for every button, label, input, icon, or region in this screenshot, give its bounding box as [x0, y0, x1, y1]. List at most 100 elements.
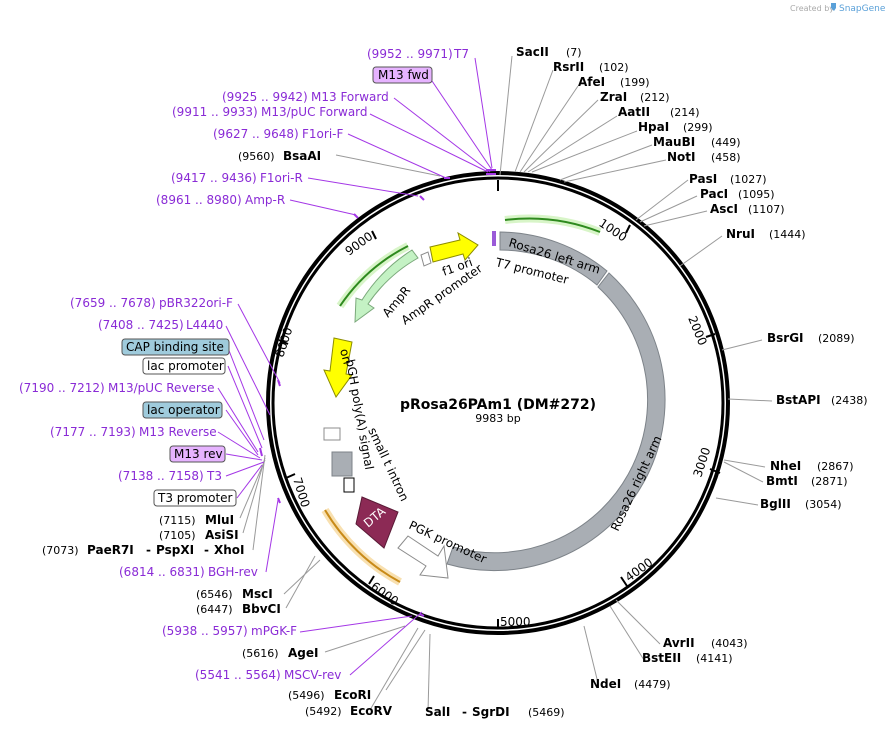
feature-rosa26-left-arm[interactable] [499, 231, 608, 286]
enzyme-paer7i[interactable]: PaeR7I [87, 543, 134, 557]
tick-marks [278, 180, 721, 628]
box-lac-promoter[interactable] [142, 357, 226, 375]
enzyme-mlui[interactable]: MluI [205, 513, 234, 527]
enzyme-bglii[interactable]: BglII [760, 497, 791, 511]
tick-8000 [278, 339, 289, 345]
enzyme-ecori[interactable]: EcoRI [334, 688, 371, 702]
box-label-cap-binding-site: CAP binding site [126, 340, 224, 354]
enzyme-nhei[interactable]: NheI [770, 459, 801, 473]
feature-lac-operator-small[interactable] [323, 427, 341, 441]
primer-bgh-rev[interactable]: BGH-rev [208, 565, 258, 579]
box-cap-binding-site[interactable] [121, 338, 230, 356]
enzyme-asci[interactable]: AscI [710, 202, 738, 216]
tick-label-1000: 1000 [596, 216, 629, 245]
enzyme-pos-asci: (1107) [748, 203, 785, 216]
watermark-created-by: Created by [790, 4, 834, 13]
primer-t3[interactable]: T3 [206, 469, 222, 483]
tick-4000 [620, 576, 628, 587]
primer-f1ori-r[interactable]: F1ori-R [260, 171, 303, 185]
enzyme-xhoi[interactable]: XhoI [214, 543, 245, 557]
enzyme-bsaai[interactable]: BsaAI [283, 149, 321, 163]
primer-f1ori-f[interactable]: F1ori-F [302, 127, 343, 141]
box-label-m13-fwd: M13 fwd [378, 68, 429, 82]
feature-small-t-intron[interactable] [343, 477, 355, 493]
plasmid-length: 9983 bp [475, 412, 520, 425]
enzyme-sali[interactable]: SalI [425, 705, 450, 719]
feature-ampr[interactable] [354, 249, 419, 324]
enzyme-paci[interactable]: PacI [700, 187, 728, 201]
box-m13-rev[interactable] [169, 445, 226, 463]
primer-m13-puc-reverse[interactable]: M13/pUC Reverse [108, 381, 215, 395]
enzyme-pos-bsaai: (9560) [238, 150, 275, 163]
primer-mpgk-f[interactable]: mPGK-F [251, 624, 297, 638]
primer-range-m13-forward: (9925 .. 9942) [222, 90, 308, 104]
feature-f1-ori[interactable] [429, 231, 479, 263]
primer-m13-puc-forward[interactable]: M13/pUC Forward [261, 105, 368, 119]
tick-label-5000: 5000 [500, 615, 531, 629]
enzyme-pos-nrui: (1444) [769, 228, 806, 241]
primer-range-m13-puc-reverse: (7190 .. 7212) [19, 381, 105, 395]
enzyme-leaders-right [239, 55, 773, 713]
enzyme-saci[interactable]: SacII [516, 45, 549, 59]
enzyme-afei[interactable]: AfeI [578, 75, 605, 89]
enzyme-bbvci[interactable]: BbvCI [242, 602, 281, 616]
enzyme-pos-rsrii: (102) [599, 61, 629, 74]
feature-dta[interactable] [355, 496, 399, 549]
primer-pbr322ori-f[interactable]: pBR322ori-F [159, 296, 233, 310]
tick-6000 [368, 575, 375, 585]
enzyme-nrui[interactable]: NruI [726, 227, 755, 241]
box-label-m13-rev: M13 rev [174, 447, 223, 461]
primer-range-t3: (7138 .. 7158) [118, 469, 204, 483]
enzyme-bstapi[interactable]: BstAPI [776, 393, 821, 407]
primer-range-mscv-rev: (5541 .. 5564) [195, 668, 281, 682]
pgk-arrow [324, 509, 401, 583]
enzyme-bsteii[interactable]: BstEII [642, 651, 681, 665]
feature-pgk-promoter[interactable] [397, 535, 449, 579]
enzyme-pos-agei: (5616) [242, 647, 279, 660]
box-m13-fwd[interactable] [372, 66, 433, 84]
enzyme-pos-bbvci: (6447) [196, 603, 233, 616]
primer-m13-forward[interactable]: M13 Forward [311, 90, 389, 104]
enzyme-labels-left: (9560) BsaAI (7115) MluI (7105) AsiSI (7… [42, 149, 393, 718]
primer-l4440[interactable]: L4440 [186, 318, 223, 332]
enzyme-ndei[interactable]: NdeI [590, 677, 621, 691]
enzyme-pos-avrii: (4043) [711, 637, 748, 650]
primer-t7[interactable]: T7 [453, 47, 469, 61]
enzyme-dash-pspxi: - [204, 543, 209, 557]
box-lac-operator[interactable] [142, 401, 223, 419]
enzyme-aatii[interactable]: AatII [618, 105, 650, 119]
enzyme-avrii[interactable]: AvrII [663, 636, 695, 650]
box-t3-promoter[interactable] [153, 489, 237, 507]
enzyme-noti[interactable]: NotI [667, 150, 696, 164]
enzyme-sgrdi[interactable]: SgrDI [472, 705, 510, 719]
enzyme-bmti[interactable]: BmtI [766, 474, 798, 488]
enzyme-pos-ecori: (5496) [288, 689, 325, 702]
enzyme-bsrgi[interactable]: BsrGI [767, 331, 804, 345]
feature-ori[interactable] [323, 337, 353, 398]
feature-bgh-polya-box[interactable] [331, 451, 353, 477]
primer-m13-reverse[interactable]: M13 Reverse [139, 425, 217, 439]
primer-range-pbr322ori-f: (7659 .. 7678) [70, 296, 156, 310]
enzyme-pos-asisi: (7105) [159, 529, 196, 542]
enzyme-pspxi[interactable]: PspXI [156, 543, 194, 557]
enzyme-pos-sacii: (7) [566, 46, 582, 59]
enzyme-agei[interactable]: AgeI [288, 646, 318, 660]
enzyme-ecorv[interactable]: EcoRV [350, 704, 393, 718]
enzyme-pasi[interactable]: PasI [689, 172, 717, 186]
enzyme-maubi[interactable]: MauBI [653, 135, 695, 149]
primer-amp-r[interactable]: Amp-R [245, 193, 285, 207]
primer-range-mpgk-f: (5938 .. 5957) [162, 624, 248, 638]
feature-ampr-promoter[interactable] [420, 251, 432, 267]
enzyme-asisi[interactable]: AsiSI [205, 528, 239, 542]
feature-rosa26-right-arm[interactable] [446, 272, 666, 572]
enzyme-rsrii[interactable]: RsrII [553, 60, 584, 74]
enzyme-zrai[interactable]: ZraI [600, 90, 627, 104]
primer-sites [259, 169, 496, 617]
feature-t7-promoter[interactable] [492, 231, 496, 246]
enzyme-msci[interactable]: MscI [242, 587, 273, 601]
enzyme-hpai[interactable]: HpaI [638, 120, 669, 134]
enzyme-pos-ecorv: (5492) [305, 705, 342, 718]
primer-mscv-rev[interactable]: MSCV-rev [284, 668, 341, 682]
